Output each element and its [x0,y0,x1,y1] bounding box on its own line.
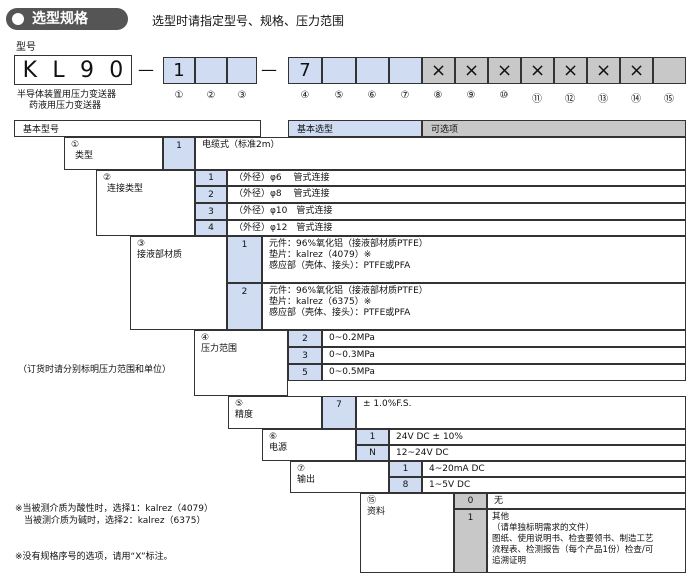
model-box-1: 1 [163,57,195,84]
section-1-label: ① 类型 [64,137,163,170]
section-15-label: ⑮ 资料 [360,493,454,573]
position-number: ⑤ [334,90,344,101]
option-code: 1 [195,170,227,186]
model-dash: — [261,60,277,79]
option-code: 3 [288,347,322,364]
option-value: 无 [487,493,686,509]
note-x-mark: ※没有规格序号的选项，请用“X”标注。 [15,552,173,562]
position-number: ⑧ [433,90,443,101]
model-box-15 [653,57,686,84]
position-number: ② [206,90,216,101]
model-box-6 [356,57,389,84]
option-value: 1~5V DC [422,477,686,493]
section-6-label: ⑥ 电源 [262,429,356,461]
prefix-char: K [22,57,38,83]
option-value: 0~0.2MPa [322,330,686,347]
model-box-11: × [521,57,554,84]
section-7-label: ⑦ 输出 [290,461,389,493]
model-box-9: × [455,57,488,84]
model-box-12: × [554,57,587,84]
option-code: 0 [454,493,487,509]
option-value: 元件：96%氧化铝（接液部材质PTFE） 垫片：kalrez（6375）※ 感应… [262,283,686,330]
option-code: 2 [227,283,262,330]
position-number: ⑨ [466,90,476,101]
option-code: 7 [322,396,356,429]
option-code: 1 [454,509,487,573]
model-box-2 [195,57,227,84]
option-value: 0~0.3MPa [322,347,686,364]
model-box-7 [389,57,422,84]
option-value: 24V DC ± 10% [389,429,686,445]
prefix-char: 0 [109,57,124,83]
option-value: （外径）φ10 管式连接 [227,203,686,220]
option-value: 元件：96%氧化铝（接液部材质PTFE） 垫片：kalrez（4079）※ 感应… [262,236,686,283]
model-desc-1: 半导体装置用压力变送器 [17,90,117,100]
option-value: 4~20mA DC [422,461,686,477]
model-dash: — [138,60,154,79]
position-number: ⑩ [499,90,509,101]
position-number: ⑫ [565,94,575,105]
option-code: 8 [389,477,422,493]
prefix-char: L [52,57,65,83]
option-code: 2 [288,330,322,347]
model-box-8: × [422,57,455,84]
model-desc-2: 药液用压力变送器 [29,101,102,111]
model-label: 型号 [16,42,36,53]
option-value: 电缆式（标准2m） [195,137,686,170]
model-box-10: × [488,57,521,84]
basic-type-header: 基本选型 [288,120,422,137]
option-value: ± 1.0%F.S. [356,396,686,429]
position-number: ③ [237,90,247,101]
option-code: 2 [195,186,227,203]
note-alkali: 当被测介质为碱时，选择2：kalrez（6375） [24,516,206,526]
position-number: ⑬ [598,94,608,105]
option-code: 1 [389,461,422,477]
badge-dot [12,13,24,25]
position-number: ⑪ [532,94,542,105]
header-badge-text: 选型规格 [32,11,88,27]
basic-model-header: 基本型号 [14,120,261,137]
option-value: （外径）φ6 管式连接 [227,170,686,186]
position-number: ⑭ [631,94,641,105]
model-box-14: × [620,57,653,84]
option-code: N [356,445,389,461]
position-number: ⑮ [664,94,674,105]
prefix-char: 9 [79,57,94,83]
model-box-4: 7 [288,57,322,84]
note-acid: ※当被测介质为酸性时，选择1：kalrez（4079） [15,504,214,514]
model-prefix-box: K L 9 0 [14,55,132,85]
model-box-3 [227,57,257,84]
option-value: 0~0.5MPa [322,364,686,381]
header-badge: 选型规格 [6,8,128,30]
position-number: ④ [300,90,310,101]
model-box-5 [322,57,356,84]
option-code: 5 [288,364,322,381]
section-2-label: ② 连接类型 [96,170,195,236]
option-value: （外径）φ8 管式连接 [227,186,686,203]
position-number: ⑦ [400,90,410,101]
model-box-13: × [587,57,620,84]
section-3-label: ③ 接液部材质 [130,236,227,330]
option-code: 4 [195,220,227,236]
position-number: ⑥ [367,90,377,101]
optional-header: 可选项 [422,120,686,137]
section-4-label: ④ 压力范围 [194,330,288,396]
option-value: （外径）φ12 管式连接 [227,220,686,236]
option-value: 12~24V DC [389,445,686,461]
option-code: 1 [163,137,195,170]
pressure-note: （订货时请分别标明压力范围和单位） [18,365,172,375]
option-value: 其他 （请单独标明需求的文件） 图纸、使用说明书、检查要领书、制造工艺 流程表、… [487,509,686,573]
option-code: 1 [227,236,262,283]
position-number: ① [174,90,184,101]
header-subtitle: 选型时请指定型号、规格、压力范围 [152,14,345,28]
option-code: 3 [195,203,227,220]
option-code: 1 [356,429,389,445]
section-5-label: ⑤ 精度 [228,396,322,429]
